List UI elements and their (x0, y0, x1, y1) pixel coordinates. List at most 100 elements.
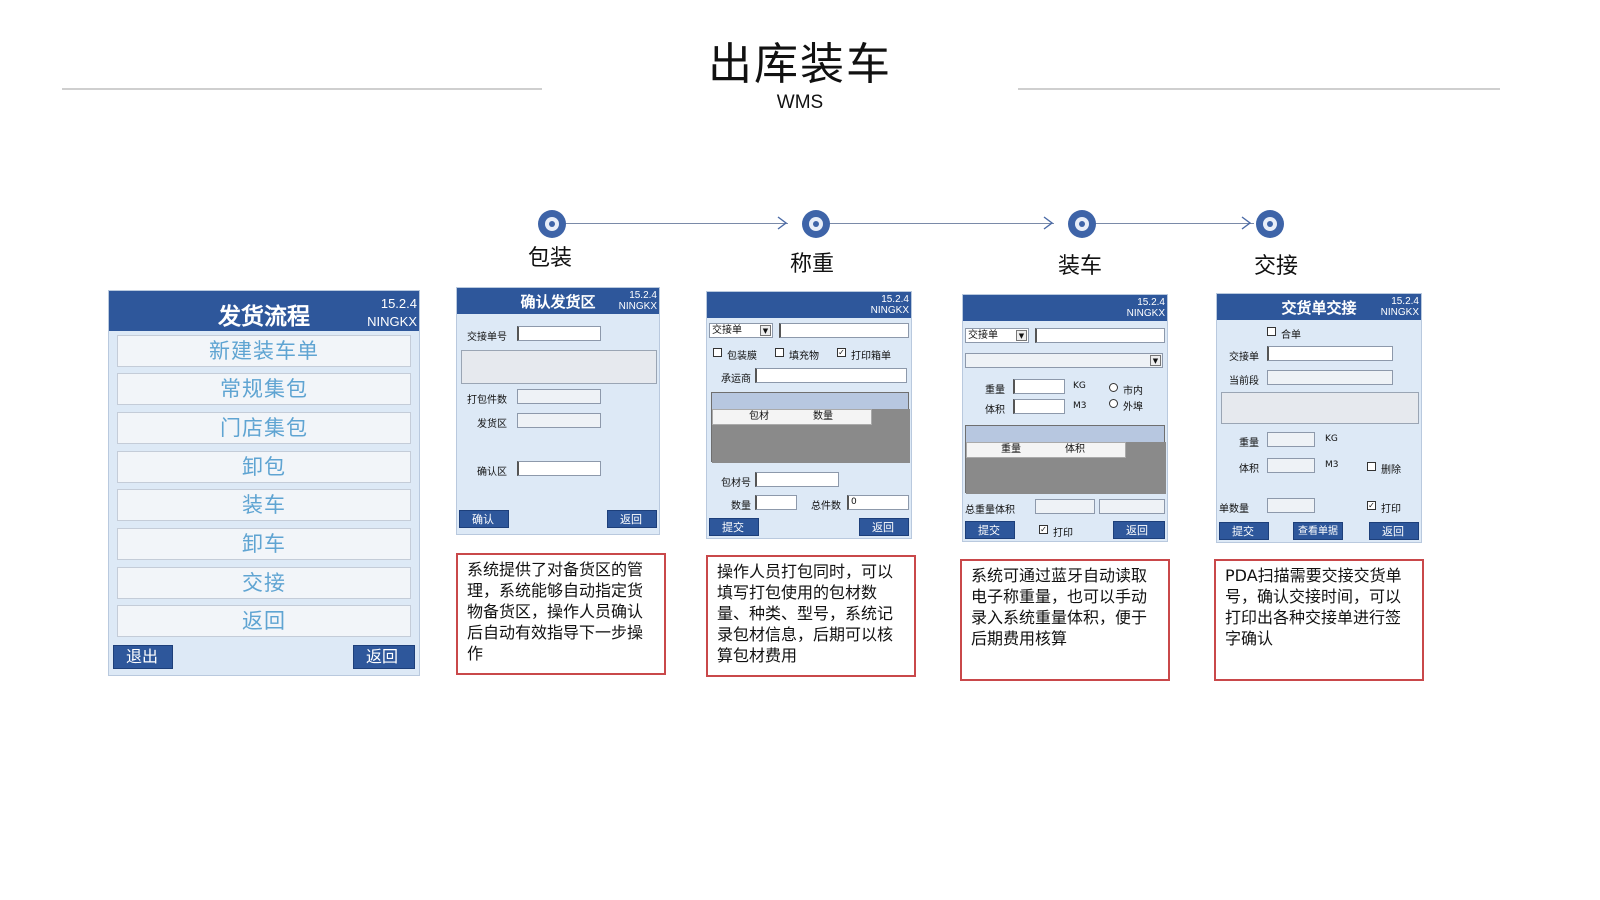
type-select-value: 交接单 (712, 325, 742, 336)
count-field (1267, 498, 1315, 513)
confirm-area-input[interactable] (517, 461, 601, 476)
menu-item-unload[interactable]: 卸车 (117, 528, 411, 560)
screen-title: 确认发货区 (520, 293, 596, 311)
submit-button[interactable]: 提交 (965, 521, 1015, 539)
filler-checkbox[interactable] (775, 348, 784, 357)
merge-checkbox[interactable] (1267, 327, 1276, 336)
weights-table: 重量 体积 (965, 425, 1166, 494)
submit-button[interactable]: 提交 (709, 518, 759, 536)
version-number: 15.2.4 (881, 294, 909, 305)
weight-field (1267, 432, 1315, 447)
ship-area-label: 发货区 (477, 419, 507, 430)
handover-no-input[interactable] (517, 326, 601, 341)
qty-label: 数量 (731, 501, 751, 512)
timeline-connector (552, 223, 788, 224)
timeline-step-load: 装车 (1057, 254, 1102, 279)
weight-label: 重量 (1239, 438, 1259, 449)
print-checkbox[interactable]: ✓ (1039, 525, 1048, 534)
version-number: 15.2.4 (1137, 297, 1165, 308)
carrier-input[interactable] (755, 368, 907, 383)
local-label: 市内 (1123, 386, 1143, 397)
volume-field (1267, 458, 1315, 473)
chevron-down-icon: ▼ (1016, 330, 1027, 341)
menu-item-return[interactable]: 返回 (117, 605, 411, 637)
packaging-screen: 15.2.4 NINGKX 交接单▼ 包装膜 填充物 ✓ 打印箱单 承运商 包材… (706, 291, 912, 539)
volume-unit: M3 (1073, 401, 1087, 411)
info-box (461, 350, 657, 384)
screen-title: 交货单交接 (1281, 299, 1357, 317)
back-button[interactable]: 返回 (859, 518, 909, 536)
menu-item-normal-pack[interactable]: 常规集包 (117, 373, 411, 405)
page-subtitle: WMS (776, 92, 824, 113)
submit-button[interactable]: 提交 (1219, 522, 1269, 540)
segment-select[interactable]: ▼ (965, 353, 1163, 368)
exit-button[interactable]: 退出 (113, 645, 173, 669)
shipping-menu-screen: 发货流程 15.2.4 NINGKX 新建装车单 常规集包 门店集包 卸包 装车… (108, 290, 420, 676)
menu-item-load[interactable]: 装车 (117, 489, 411, 521)
delete-checkbox[interactable] (1367, 462, 1376, 471)
weight-input[interactable] (1013, 379, 1065, 394)
menu-item-new-load[interactable]: 新建装车单 (117, 335, 411, 367)
total-volume-field (1099, 499, 1165, 514)
col-material: 包材 (749, 411, 769, 422)
total-label: 总件数 (811, 501, 841, 512)
type-select-value: 交接单 (968, 330, 998, 341)
back-button[interactable]: 返回 (353, 645, 415, 669)
merge-label: 合单 (1281, 330, 1301, 341)
confirm-area-label: 确认区 (477, 467, 507, 478)
version-text: 15.2.4 NINGKX (367, 295, 417, 331)
arrow-right-icon (777, 216, 788, 230)
back-button[interactable]: 返回 (1113, 521, 1165, 539)
total-value: 0 (851, 497, 857, 507)
timeline-step-weigh: 称重 (789, 252, 834, 277)
remote-label: 外埠 (1123, 402, 1143, 413)
scan-input[interactable] (779, 323, 909, 338)
screen-header: 交货单交接 15.2.4 NINGKX (1217, 294, 1421, 320)
weighing-screen: 15.2.4 NINGKX 交接单▼ ▼ 重量 KG 市内 体积 M3 外埠 重… (962, 294, 1168, 542)
menu-item-store-pack[interactable]: 门店集包 (117, 412, 411, 444)
back-button[interactable]: 返回 (1369, 522, 1419, 540)
col-qty: 数量 (813, 411, 833, 422)
print-checkbox[interactable]: ✓ (1367, 501, 1376, 510)
version-host: NINGKX (1380, 307, 1419, 318)
screen-header: 发货流程 15.2.4 NINGKX (109, 291, 419, 331)
type-select[interactable]: 交接单▼ (709, 323, 773, 338)
delivery-handover-screen: 交货单交接 15.2.4 NINGKX 合单 交接单 当前段 重量 KG 体积 … (1216, 293, 1422, 543)
segment-label: 当前段 (1229, 376, 1259, 387)
view-documents-button[interactable]: 查看单据 (1293, 522, 1343, 540)
local-radio[interactable] (1109, 383, 1118, 392)
ship-area-field (517, 413, 601, 428)
scan-input[interactable] (1035, 328, 1165, 343)
volume-input[interactable] (1013, 399, 1065, 414)
timeline-step-handover: 交接 (1253, 254, 1298, 279)
screen-header: 确认发货区 15.2.4 NINGKX (457, 288, 659, 314)
version-text: 15.2.4 NINGKX (1381, 296, 1419, 318)
qty-input[interactable] (755, 495, 797, 510)
timeline-node-icon (802, 210, 830, 238)
confirm-button[interactable]: 确认 (459, 510, 509, 528)
handover-label: 交接单 (1229, 352, 1259, 363)
remote-radio[interactable] (1109, 399, 1118, 408)
material-no-input[interactable] (755, 472, 839, 487)
handover-no-label: 交接单号 (467, 332, 507, 343)
menu-item-handover[interactable]: 交接 (117, 567, 411, 599)
total-weight-field (1035, 499, 1095, 514)
weight-unit: KG (1325, 434, 1338, 444)
type-select[interactable]: 交接单 ▼ (965, 328, 1029, 343)
version-text: 15.2.4 NINGKX (1127, 297, 1165, 319)
menu-item-unpack[interactable]: 卸包 (117, 451, 411, 483)
packages-label: 打包件数 (467, 395, 507, 406)
col-weight: 重量 (1001, 444, 1021, 455)
print-list-label: 打印箱单 (851, 351, 891, 362)
arrow-right-icon (1043, 216, 1054, 230)
header-divider-left (62, 88, 542, 90)
handover-input[interactable] (1267, 346, 1393, 361)
back-button[interactable]: 返回 (607, 510, 657, 528)
weigh-step-description: 操作人员打包同时，可以填写打包使用的包材数量、种类、型号，系统记录包材信息，后期… (706, 555, 916, 677)
timeline-connector (1080, 223, 1254, 224)
wrap-checkbox[interactable] (713, 348, 722, 357)
timeline-node-icon (538, 210, 566, 238)
print-list-checkbox[interactable]: ✓ (837, 348, 846, 357)
screen-title: 发货流程 (218, 304, 310, 330)
version-host: NINGKX (618, 301, 657, 312)
